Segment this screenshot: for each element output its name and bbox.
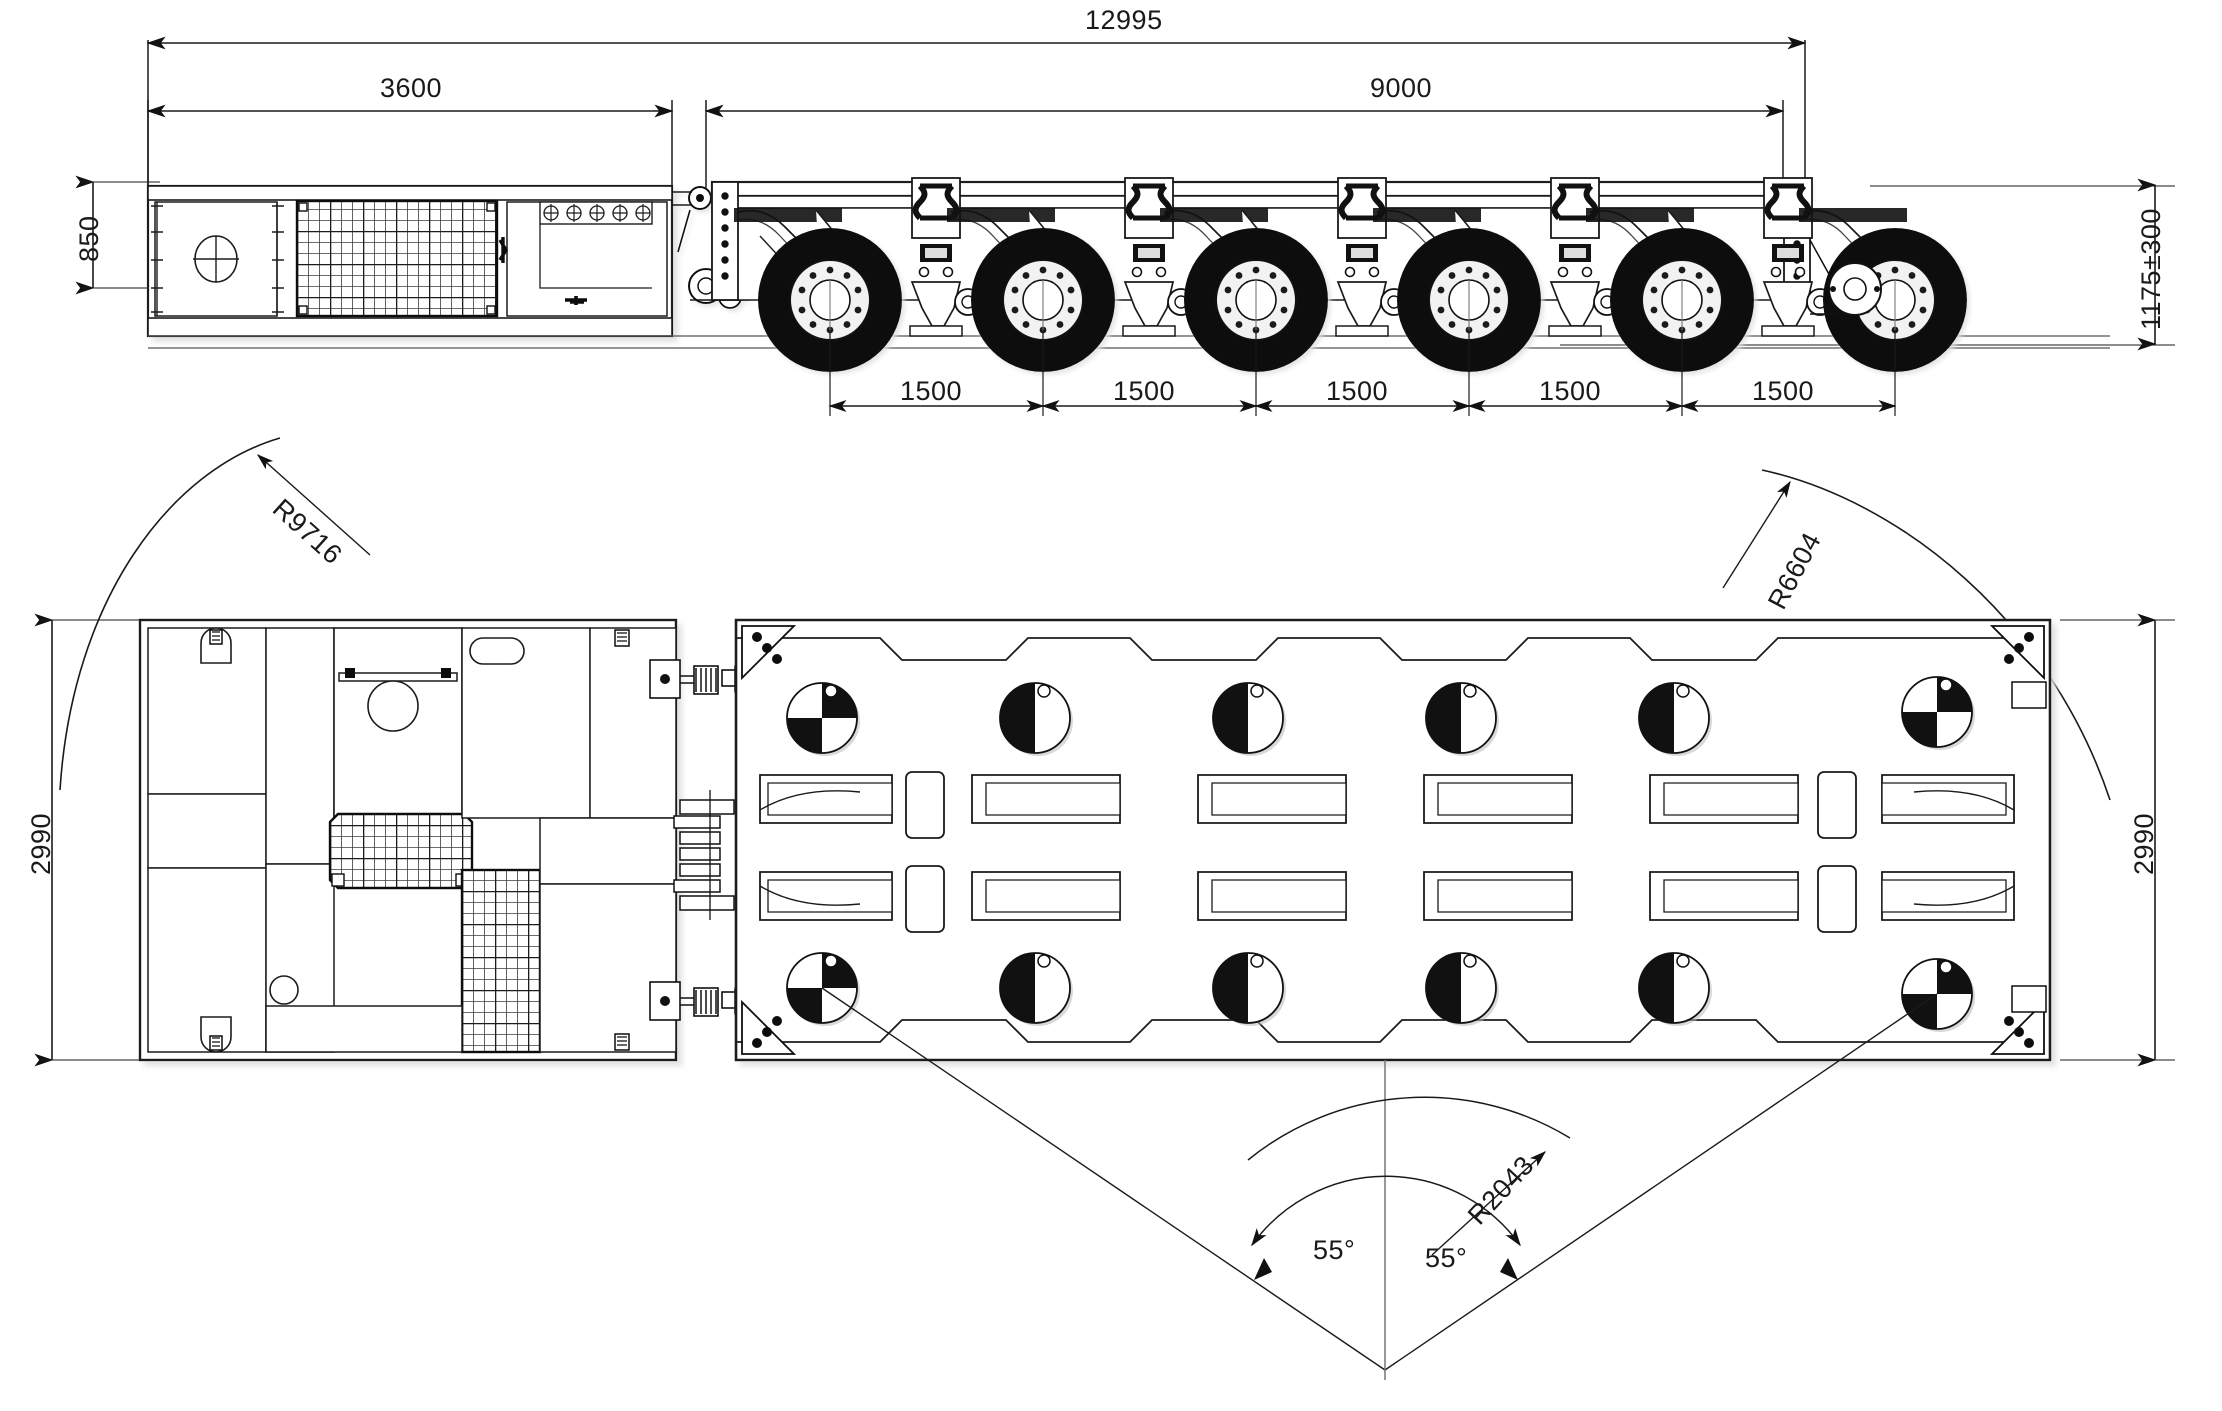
dim-label-overall-length: 12995: [1085, 5, 1163, 35]
axle-group: [734, 177, 1967, 372]
hydraulic-hose-bundle: [673, 790, 735, 920]
plan-view: [34, 437, 2175, 1380]
dim-label-axle-spacing-3: 1500: [1326, 376, 1389, 406]
dim-width-left: [34, 613, 140, 1067]
plan-wheel-symbol: [1212, 682, 1286, 756]
plan-wheel-symbol: [1425, 952, 1499, 1026]
axle-assembly-3: [1160, 208, 1328, 372]
axle-assembly-2: [947, 208, 1115, 372]
lifting-lug-rear-left: [200, 1016, 232, 1053]
side-elevation-view: [75, 36, 2175, 416]
lifting-lug-front-left: [200, 627, 232, 664]
dim-label-deck-height: 1175±300: [2136, 208, 2166, 330]
corner-gusset-rear-left: [741, 999, 797, 1055]
dim-label-axle-spacing-2: 1500: [1113, 376, 1176, 406]
dim-axle-spacing: [828, 330, 1897, 416]
dim-label-axle-spacing-5: 1500: [1752, 376, 1815, 406]
turn-radius-rear: [1722, 469, 2111, 801]
dim-powerpack-length: [146, 100, 674, 200]
dim-label-axle-spacing-1: 1500: [900, 376, 963, 406]
axle-assembly-5: [1586, 208, 1754, 372]
turn-radius-front: [59, 437, 371, 791]
deck-plates-lower: [759, 865, 2015, 933]
plan-wheel-symbol: [786, 682, 860, 756]
platform-plan: [734, 618, 2052, 1062]
dim-label-width-left: 2990: [26, 812, 56, 875]
hub-bolt-circle-1: [798, 266, 862, 334]
end-plate-bolts-left: [721, 192, 729, 280]
hinge-marks-left: [151, 205, 163, 313]
plan-wheel-row-upper: [786, 676, 1975, 756]
plan-wheel-symbol: [1901, 676, 1975, 750]
plan-wheel-symbol: [1638, 682, 1712, 756]
plan-wheel-symbol: [1638, 952, 1712, 1026]
access-hatch-oval: [469, 637, 525, 665]
rear-coupling-side: [1809, 239, 1882, 316]
plan-wheel-symbol: [999, 682, 1073, 756]
dim-label-axle-spacing-4: 1500: [1539, 376, 1602, 406]
dim-label-powerpack-height: 850: [74, 215, 104, 262]
axle-assembly-1: [734, 208, 902, 372]
corner-gusset-front-right: [1989, 625, 2045, 681]
deck-plates-upper: [759, 771, 2015, 839]
valve-row: [539, 201, 653, 289]
plan-wheel-symbol: [786, 952, 860, 1026]
lifting-lug-rear-right: [614, 1033, 630, 1051]
plan-wheel-symbol: [1212, 952, 1286, 1026]
steering-geometry: [821, 987, 1938, 1380]
dim-label-width-right: 2990: [2129, 812, 2159, 875]
corner-gusset-front-left: [741, 625, 797, 681]
radiator-grille: [295, 199, 499, 318]
angle-label-left: 55°: [1313, 1235, 1356, 1265]
dim-width-right: [2060, 613, 2175, 1067]
plan-wheel-symbol: [999, 952, 1073, 1026]
corner-gusset-rear-right: [1989, 999, 2045, 1055]
powerpack-side: [146, 184, 674, 338]
latch-icon: [498, 237, 508, 263]
axle-assembly-4: [1373, 208, 1541, 372]
dim-label-platform-length: 9000: [1370, 73, 1433, 103]
grille-plan-vertical: [460, 868, 542, 1054]
powerpack-plan: [138, 618, 678, 1062]
lifting-lug-front-right: [614, 629, 630, 647]
cooling-fan-cap: [367, 680, 419, 732]
dim-label-powerpack-length: 3600: [380, 73, 443, 103]
hinge-marks-right: [272, 205, 284, 313]
fuel-cap-icon: [193, 235, 239, 283]
dim-powerpack-height: [75, 175, 160, 295]
plan-wheel-symbol: [1425, 682, 1499, 756]
grille-plan-horizontal: [328, 812, 474, 890]
plan-wheel-row-lower: [786, 952, 1975, 1032]
angle-label-right: 55°: [1425, 1243, 1468, 1273]
